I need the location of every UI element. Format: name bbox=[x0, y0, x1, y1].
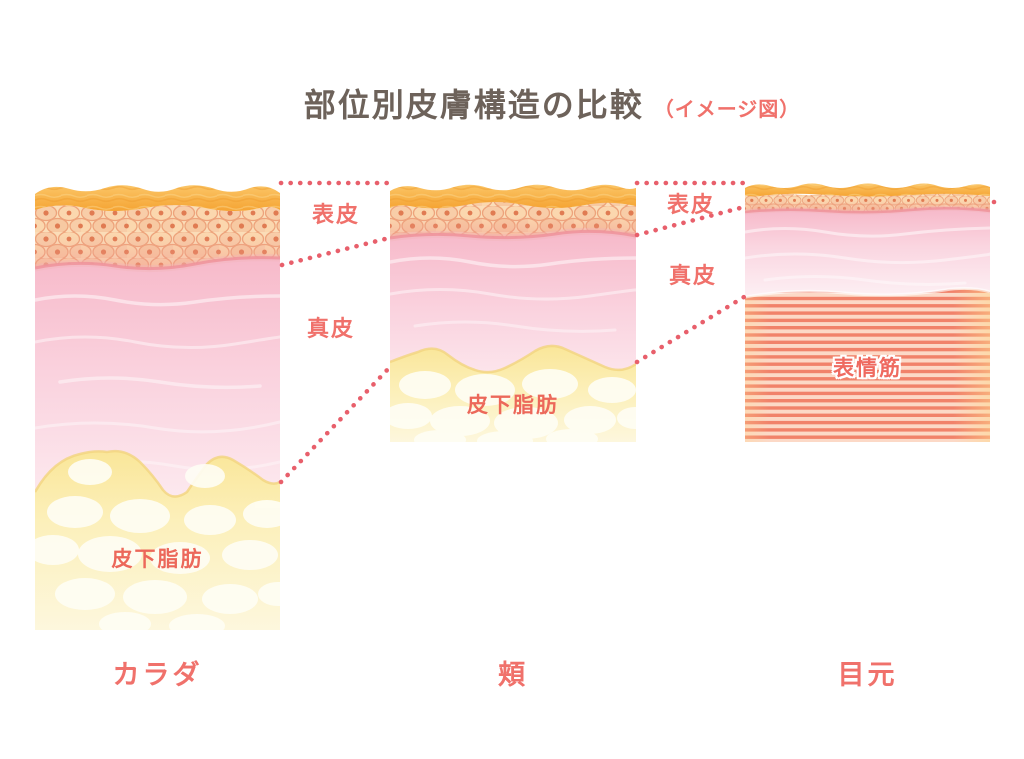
stray-dot bbox=[991, 199, 997, 205]
label-dermis-left-gap: 真皮 bbox=[306, 317, 355, 342]
label-subcutaneous-fat-body: 皮下脂肪 bbox=[111, 547, 204, 571]
label-epidermis-right-gap: 表皮 bbox=[666, 193, 715, 218]
skin-panel-cheek bbox=[390, 180, 636, 442]
part-label-body: カラダ bbox=[112, 660, 203, 691]
title-main-text: 部位別皮膚構造の比較 bbox=[303, 86, 644, 124]
skin-cross-section-cheek-illustration bbox=[390, 184, 636, 442]
label-subcutaneous-fat-cheek: 皮下脂肪 bbox=[467, 393, 559, 417]
part-label-eye: 目元 bbox=[837, 660, 898, 691]
skin-cross-section-body-illustration bbox=[35, 185, 280, 630]
page-title: 部位別皮膚構造の比較 （イメージ図） bbox=[40, 80, 1024, 126]
title-note-text: （イメージ図） bbox=[653, 97, 801, 121]
label-epidermis-left-gap: 表皮 bbox=[311, 203, 360, 228]
skin-cross-section-eye-illustration bbox=[745, 183, 990, 442]
skin-panel-eye bbox=[745, 180, 990, 442]
part-label-cheek: 頬 bbox=[498, 660, 528, 691]
label-dermis-right-gap: 真皮 bbox=[668, 264, 717, 289]
label-facial-muscle: 表情筋 bbox=[833, 356, 902, 380]
skin-panel-body bbox=[35, 180, 280, 630]
